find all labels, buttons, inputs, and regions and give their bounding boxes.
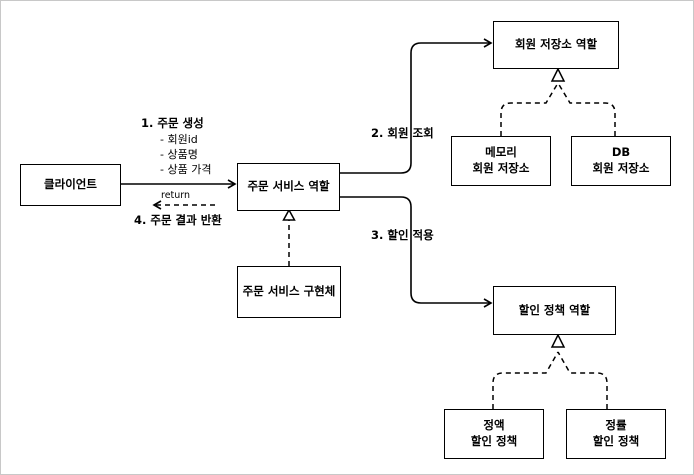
member-repo-triangle: [550, 67, 566, 82]
arrow-lookup-member: [340, 38, 493, 174]
discount-policy-role-box: 할인 정책 역할: [493, 286, 616, 335]
rate-discount-line1: 정률: [605, 418, 627, 433]
arrow-apply-discount: [340, 196, 493, 308]
order-service-role-label: 주문 서비스 역할: [247, 179, 330, 194]
order-params-list: - 회원id - 상품명 - 상품 가격: [160, 132, 211, 177]
order-service-impl-label: 주문 서비스 구현체: [242, 284, 336, 299]
realization-member-repos: [500, 82, 616, 136]
discount-policy-triangle: [550, 333, 566, 348]
param-product-name: - 상품명: [160, 148, 198, 161]
db-repo-line1: DB: [611, 145, 631, 160]
param-member-id: - 회원id: [160, 133, 198, 146]
rate-discount-box: 정률 할인 정책: [566, 409, 666, 459]
return-label: return: [161, 190, 191, 201]
discount-policy-role-label: 할인 정책 역할: [518, 302, 591, 317]
member-repo-role-box: 회원 저장소 역할: [493, 21, 619, 69]
order-service-role-box: 주문 서비스 역할: [237, 163, 340, 211]
fixed-discount-line2: 할인 정책: [470, 434, 518, 448]
fixed-discount-box: 정액 할인 정책: [444, 409, 544, 459]
db-repo-box: DB 회원 저장소: [571, 136, 671, 186]
lookup-member-label: 2. 회원 조회: [371, 126, 434, 140]
memory-repo-line2: 회원 저장소: [472, 161, 530, 175]
apply-discount-label: 3. 할인 적용: [371, 228, 434, 242]
create-order-label: 1. 주문 생성: [141, 116, 204, 130]
order-service-impl-box: 주문 서비스 구현체: [237, 266, 341, 318]
memory-repo-line1: 메모리: [485, 145, 517, 160]
rate-discount-line2: 할인 정책: [592, 434, 640, 448]
db-repo-line2: 회원 저장소: [592, 161, 650, 175]
memory-repo-box: 메모리 회원 저장소: [451, 136, 551, 186]
realization-discount-policies: [492, 351, 608, 409]
fixed-discount-line1: 정액: [483, 418, 505, 433]
member-repo-role-label: 회원 저장소 역할: [514, 37, 598, 52]
client-box: 클라이언트: [20, 164, 121, 206]
client-label: 클라이언트: [44, 177, 97, 192]
param-product-price: - 상품 가격: [160, 163, 212, 176]
return-result-label: 4. 주문 결과 반환: [134, 213, 222, 227]
